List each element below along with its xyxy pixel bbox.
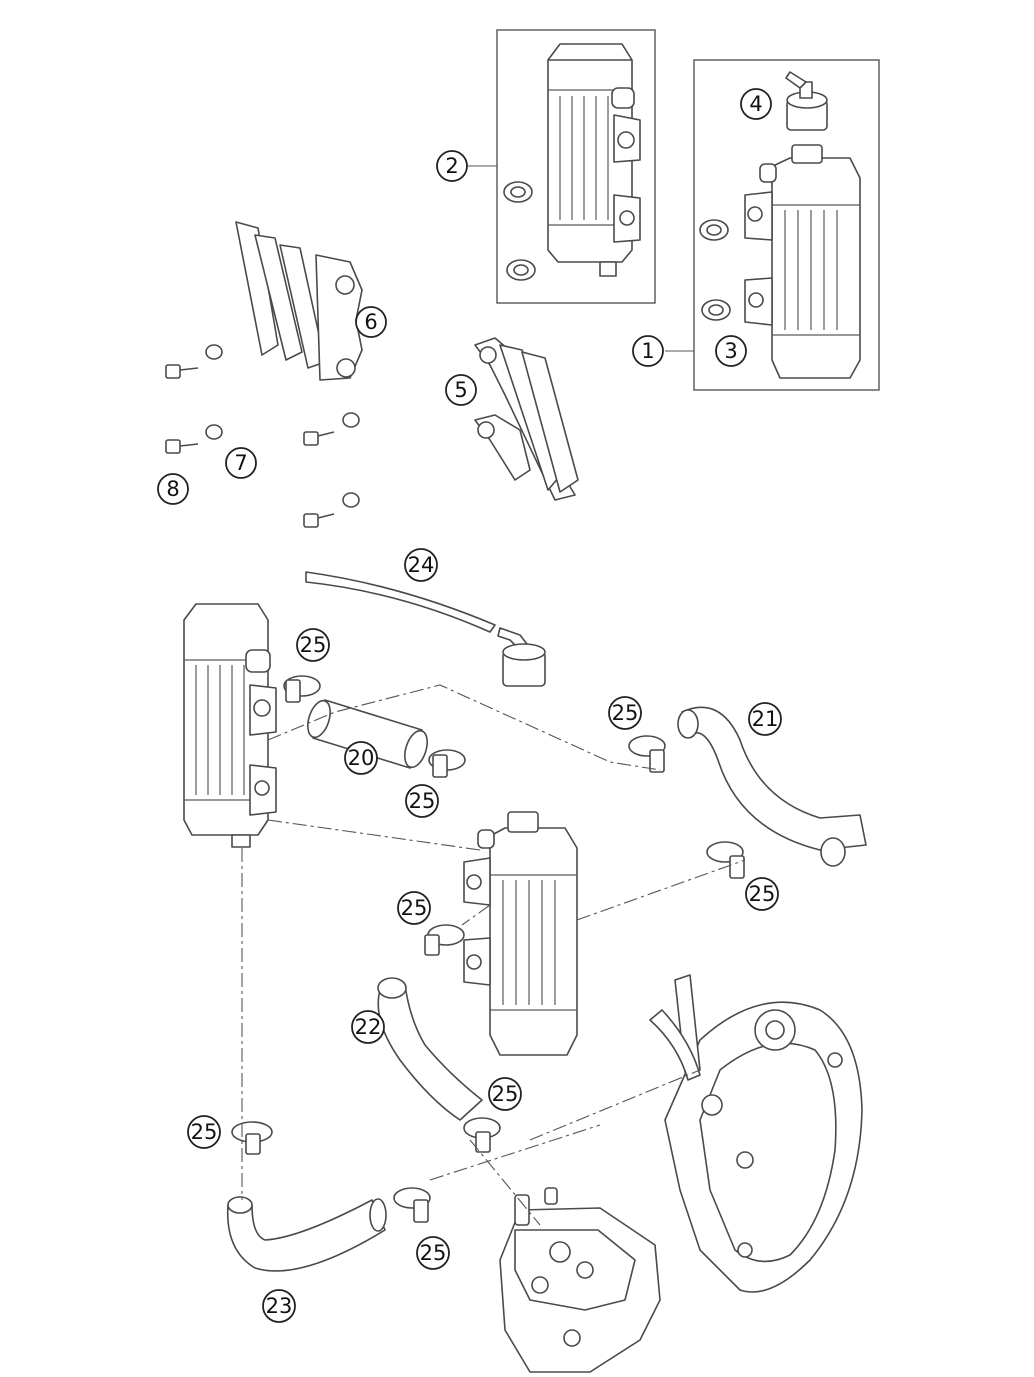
callout-8: 8 bbox=[157, 473, 189, 505]
callout-23: 23 bbox=[262, 1289, 296, 1323]
svg-text:25: 25 bbox=[612, 701, 639, 725]
assembly-line bbox=[267, 684, 661, 771]
callout-25: 25 bbox=[488, 1077, 522, 1111]
assembly-line bbox=[461, 904, 491, 926]
assembly-line bbox=[267, 819, 481, 851]
filler-cap-assembly bbox=[502, 643, 546, 687]
callout-24: 24 bbox=[404, 548, 438, 582]
callout-20: 20 bbox=[344, 741, 378, 775]
callout-25: 25 bbox=[397, 891, 431, 925]
svg-text:5: 5 bbox=[454, 378, 467, 402]
callout-21: 21 bbox=[748, 702, 782, 736]
svg-text:8: 8 bbox=[166, 477, 179, 501]
radiator-guard-right bbox=[474, 337, 579, 501]
callout-2: 2 bbox=[436, 150, 468, 182]
assembly-line bbox=[469, 1139, 541, 1226]
svg-text:24: 24 bbox=[408, 553, 435, 577]
radiator-left-assembled bbox=[183, 603, 277, 848]
assembly-line bbox=[576, 859, 746, 921]
svg-text:22: 22 bbox=[355, 1015, 382, 1039]
callout-6: 6 bbox=[355, 306, 387, 338]
callout-25: 25 bbox=[405, 784, 439, 818]
svg-text:25: 25 bbox=[749, 882, 776, 906]
callout-25: 25 bbox=[745, 877, 779, 911]
filler-cap bbox=[785, 71, 828, 131]
callout-7: 7 bbox=[225, 447, 257, 479]
svg-text:3: 3 bbox=[724, 339, 737, 363]
callout-25: 25 bbox=[187, 1115, 221, 1149]
radiator-guard-left bbox=[235, 221, 363, 381]
kit-box-radiator-right bbox=[693, 59, 880, 391]
svg-text:4: 4 bbox=[749, 92, 762, 116]
assembly-line bbox=[529, 1069, 701, 1141]
svg-text:1: 1 bbox=[641, 339, 654, 363]
svg-text:25: 25 bbox=[401, 896, 428, 920]
callout-25: 25 bbox=[296, 628, 330, 662]
svg-text:25: 25 bbox=[191, 1120, 218, 1144]
svg-text:7: 7 bbox=[234, 451, 247, 475]
callout-22: 22 bbox=[351, 1010, 385, 1044]
callout-25: 25 bbox=[416, 1236, 450, 1270]
grommet-kit-left bbox=[503, 181, 536, 281]
svg-text:25: 25 bbox=[492, 1082, 519, 1106]
callout-3: 3 bbox=[715, 335, 747, 367]
svg-text:2: 2 bbox=[445, 154, 458, 178]
radiator-right-kit bbox=[744, 144, 861, 379]
svg-text:6: 6 bbox=[364, 310, 377, 334]
callout-5: 5 bbox=[445, 374, 477, 406]
hose-21 bbox=[677, 706, 867, 867]
svg-text:23: 23 bbox=[266, 1294, 293, 1318]
hose-23 bbox=[226, 1196, 387, 1272]
svg-text:21: 21 bbox=[752, 707, 779, 731]
svg-text:20: 20 bbox=[348, 746, 375, 770]
hose-clamp bbox=[231, 675, 745, 1223]
callout-25: 25 bbox=[608, 696, 642, 730]
svg-text:25: 25 bbox=[409, 789, 436, 813]
callout-1: 1 bbox=[632, 335, 664, 367]
svg-text:25: 25 bbox=[420, 1241, 447, 1265]
grommet-kit-right bbox=[699, 219, 731, 321]
callout-4: 4 bbox=[740, 88, 772, 120]
clutch-cover-water-pump bbox=[649, 974, 863, 1293]
assembly-line bbox=[429, 1124, 601, 1181]
svg-text:25: 25 bbox=[300, 633, 327, 657]
cylinder-head bbox=[499, 1187, 661, 1373]
screws-and-washers bbox=[165, 344, 360, 528]
radiator-right-assembled bbox=[463, 811, 578, 1056]
hose-22 bbox=[377, 977, 483, 1121]
overflow-hose bbox=[305, 571, 531, 653]
radiator-left-kit bbox=[547, 43, 641, 277]
